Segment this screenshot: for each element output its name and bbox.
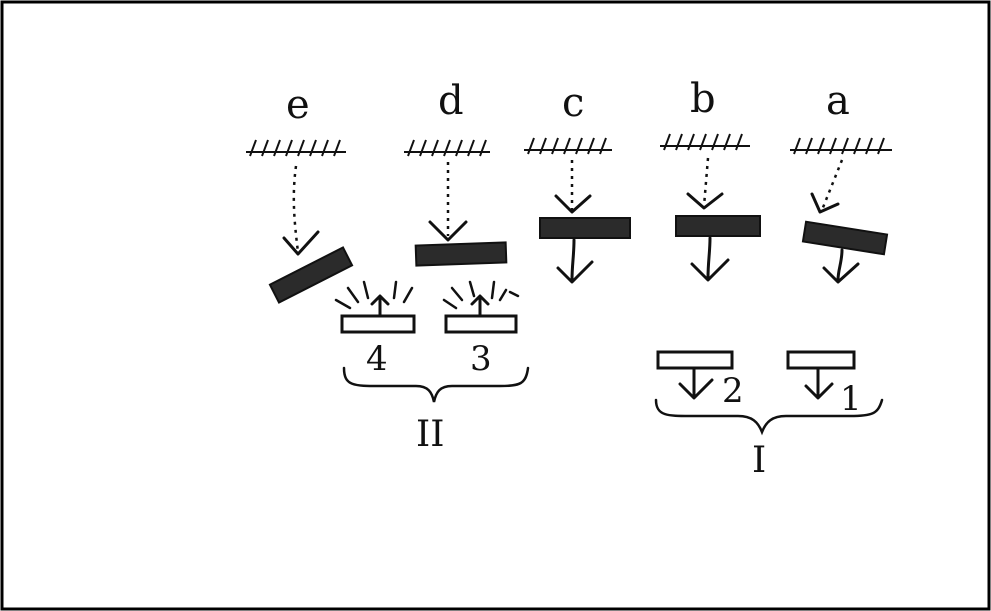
source-strip-c — [524, 137, 612, 155]
incident-arrow-c — [554, 160, 592, 214]
plate-label-1: 1 — [840, 379, 862, 419]
plate-4 — [334, 280, 416, 334]
transmitted-arrow-c — [556, 238, 594, 284]
transmitted-arrow-a — [822, 248, 860, 284]
source-strip-d — [404, 139, 490, 157]
column-label-d: d — [438, 78, 464, 124]
column-label-b: b — [690, 76, 716, 122]
column-label-a: a — [826, 78, 850, 124]
incident-arrow-a — [810, 159, 844, 214]
dark-mirror-c — [539, 217, 631, 239]
source-strip-e — [246, 139, 346, 157]
plate-label-3: 3 — [470, 339, 492, 379]
brace-I — [654, 398, 884, 436]
column-label-c: c — [562, 80, 584, 126]
plate-label-4: 4 — [366, 339, 388, 379]
plate-label-2: 2 — [722, 371, 744, 411]
brace-II — [342, 366, 530, 403]
incident-arrow-e — [282, 165, 320, 256]
transmitted-arrow-b — [690, 236, 730, 282]
incident-arrow-b — [686, 157, 724, 210]
source-strip-a — [790, 137, 892, 155]
plate-3 — [442, 280, 520, 334]
column-label-e: e — [286, 82, 310, 128]
dark-mirror-d — [414, 241, 508, 267]
plate-1 — [786, 350, 856, 400]
plate-2 — [656, 350, 734, 400]
group-label-II: II — [416, 414, 444, 455]
incident-arrow-d — [428, 162, 468, 242]
dark-mirror-b — [675, 215, 761, 237]
group-label-I: I — [752, 440, 766, 481]
dark-mirror-e — [268, 246, 354, 304]
dark-mirror-a — [801, 220, 889, 256]
source-strip-b — [660, 133, 750, 151]
